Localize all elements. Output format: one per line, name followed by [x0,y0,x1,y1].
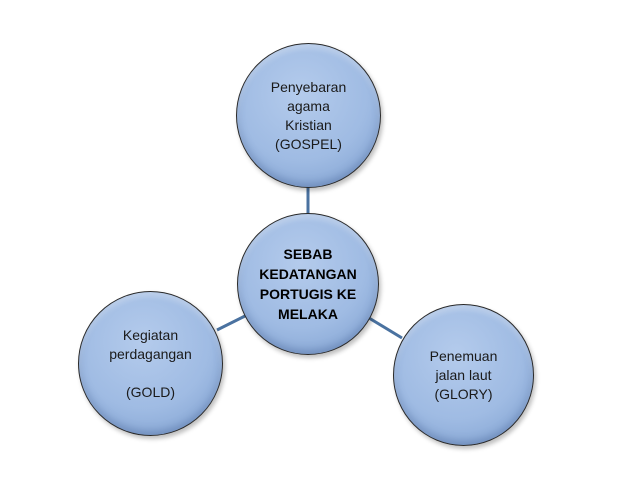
label-line: Kristian [285,116,332,133]
label-line: SEBAB [283,246,333,262]
label-spacer [109,364,192,383]
label-line: KEDATANGAN [259,266,357,282]
label-line: (GOSPEL) [275,135,342,152]
node-gold: Kegiatan perdagangan (GOLD) [78,291,223,436]
label-line: agama [287,97,330,114]
label-line: jalan laut [435,366,492,383]
link-left [216,314,246,332]
node-center: SEBAB KEDATANGAN PORTUGIS KE MELAKA [237,213,379,355]
node-gospel-label: Penyebaran agama Kristian (GOSPEL) [271,78,347,154]
label-line: (GOLD) [126,383,175,400]
label-line: perdagangan [109,345,192,362]
label-line: MELAKA [278,306,338,322]
node-glory: Penemuan jalan laut (GLORY) [393,304,534,446]
node-glory-label: Penemuan jalan laut (GLORY) [430,347,498,404]
link-right [368,316,403,340]
label-line: Penemuan [429,347,498,364]
label-line: PORTUGIS KE [259,286,357,302]
node-gold-label: Kegiatan perdagangan (GOLD) [109,326,192,402]
label-line: Kegiatan [122,326,179,343]
node-center-label: SEBAB KEDATANGAN PORTUGIS KE MELAKA [259,244,356,324]
node-gospel: Penyebaran agama Kristian (GOSPEL) [236,43,381,188]
label-line: (GLORY) [434,385,493,402]
label-line: Penyebaran [270,78,347,95]
